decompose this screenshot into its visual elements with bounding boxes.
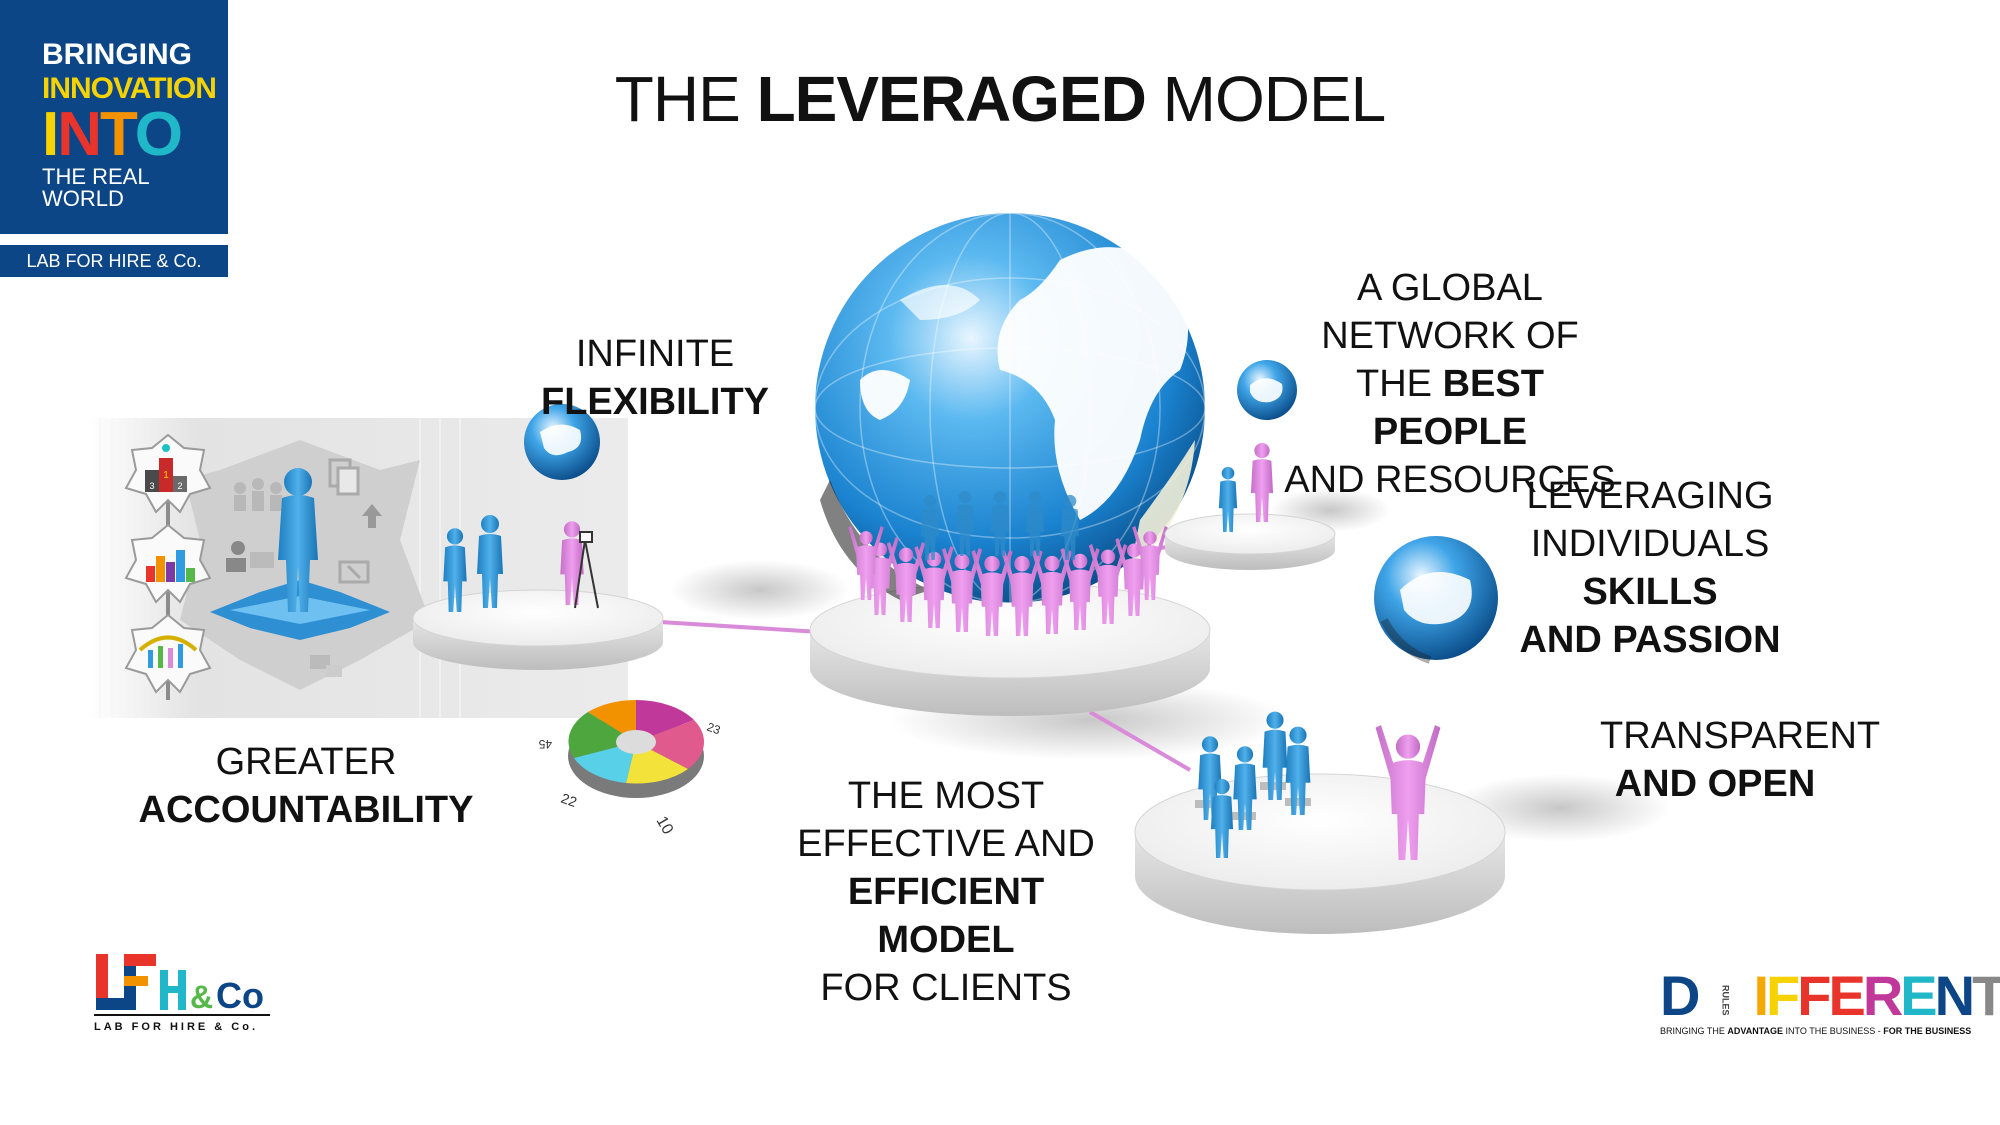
svg-text:Co: Co	[216, 975, 264, 1016]
label-bold: AND PASSION	[1519, 619, 1781, 661]
logo-letter: D	[1660, 964, 1700, 1027]
label-text: GREATER	[215, 741, 397, 783]
pie-label: 23	[705, 720, 723, 738]
badge-line-3: INTO	[42, 104, 183, 166]
title-bold: LEVERAGED	[756, 63, 1147, 135]
badge-letter: T	[100, 100, 137, 169]
tag-bold: FOR THE BUSINESS	[1883, 1026, 1972, 1036]
label-text: TRANSPARENT	[1600, 715, 1881, 757]
title-post: MODEL	[1162, 63, 1387, 135]
pie-chart: 45 23 22 10	[538, 699, 723, 838]
logo-letter: N	[1934, 964, 1975, 1027]
label-network: A GLOBAL NETWORK OF THE BEST PEOPLE AND …	[1280, 264, 1620, 504]
label-bold: BEST PEOPLE	[1372, 363, 1544, 453]
central-blue-figure	[278, 468, 318, 612]
presenter-icon	[226, 541, 274, 572]
lfh-logo-mark: & Co	[94, 954, 270, 1016]
label-text: INDIVIDUALS	[1530, 523, 1770, 565]
label-text: LEVERAGING	[1526, 475, 1774, 517]
bar-chart-medallion	[124, 523, 212, 604]
label-bold: FLEXIBILITY	[541, 381, 769, 423]
label-bold: ACCOUNTABILITY	[138, 789, 474, 831]
label-accountability: GREATER ACCOUNTABILITY	[96, 738, 516, 834]
label-text: AND RESOURCES	[1284, 459, 1616, 501]
logo-letter: E	[1828, 964, 1865, 1027]
svg-text:&: &	[190, 979, 213, 1015]
label-text: THE	[1356, 363, 1433, 405]
tag-bold: ADVANTAGE	[1727, 1026, 1784, 1036]
label-bold: EFFICIENT MODEL	[847, 871, 1045, 961]
network-platform	[1164, 442, 1336, 570]
label-bold: SKILLS	[1582, 571, 1718, 613]
podium-number: 3	[149, 481, 154, 491]
podium-number: 1	[163, 470, 169, 481]
logo-letter: I	[1753, 964, 1768, 1027]
logo-letter: R	[1862, 964, 1903, 1027]
people-group-icon	[234, 478, 282, 511]
flexibility-platform	[412, 515, 664, 670]
transparent-platform	[1134, 711, 1506, 934]
badge-line-1: BRINGING	[42, 38, 192, 71]
badge-line-2: INNOVATION	[42, 72, 217, 105]
pie-label: 22	[559, 790, 579, 810]
lfh-logo-sub: LAB FOR HIRE & Co.	[94, 1021, 258, 1033]
title-pre: THE	[614, 63, 741, 135]
toolbox-icon	[338, 560, 370, 584]
badge-footer: LAB FOR HIRE & Co.	[0, 245, 228, 277]
people-medallion	[124, 613, 212, 694]
podium-number: 2	[177, 481, 182, 491]
corner-badge: BRINGING INNOVATION INTO THE REAL WORLD	[0, 0, 228, 234]
badge-letter: I	[42, 100, 59, 169]
chat-icon	[310, 655, 342, 677]
label-text: INFINITE	[575, 333, 735, 375]
badge-letter: N	[57, 100, 102, 169]
logo-letter: T	[1972, 964, 2000, 1027]
arrow-up-icon	[362, 504, 382, 528]
logo-small: RULES	[1720, 984, 1731, 1016]
page-title: THE LEVERAGED MODEL	[0, 62, 2000, 136]
shadow	[670, 560, 850, 620]
label-text: A GLOBAL NETWORK OF	[1321, 267, 1579, 357]
shadow	[1450, 774, 1670, 842]
pie-label: 45	[538, 737, 552, 751]
label-efficient: THE MOST EFFECTIVE AND EFFICIENT MODEL F…	[776, 772, 1116, 1012]
tag-text: BRINGING THE	[1660, 1026, 1725, 1036]
document-icon	[328, 458, 360, 496]
logo-letter: F	[1766, 964, 1800, 1027]
different-logo-tagline: BRINGING THE ADVANTAGE INTO THE BUSINESS…	[1660, 1026, 2000, 1036]
tag-text: INTO THE BUSINESS -	[1785, 1026, 1881, 1036]
small-globe-network	[1237, 360, 1297, 420]
pie-label: 10	[653, 814, 677, 838]
logo-letter: E	[1900, 964, 1937, 1027]
big-globe	[814, 212, 1206, 604]
flipchart-easel-icon	[574, 531, 599, 609]
small-globe-skills	[1374, 536, 1498, 664]
label-bold: AND OPEN	[1614, 763, 1816, 805]
podium-medallion: 1 2 3	[124, 433, 212, 514]
label-flexibility: INFINITE FLEXIBILITY	[490, 330, 820, 426]
label-transparent: TRANSPARENT AND OPEN	[1600, 712, 1881, 808]
label-text: THE MOST EFFECTIVE AND	[797, 775, 1095, 865]
small-globe-left	[524, 404, 600, 480]
badge-line-4: THE REAL WORLD	[42, 164, 149, 211]
badge-letter: O	[134, 100, 183, 169]
label-skills: LEVERAGING INDIVIDUALS SKILLS AND PASSIO…	[1490, 472, 1810, 664]
label-text: FOR CLIENTS	[820, 967, 1072, 1009]
logo-letter: F	[1797, 964, 1831, 1027]
lfh-logo: & Co LAB FOR HIRE & Co.	[94, 950, 274, 1045]
